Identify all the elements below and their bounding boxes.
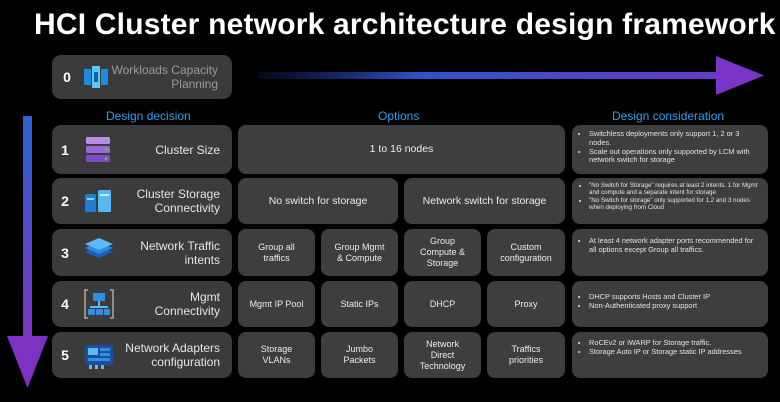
row-number: 1 <box>61 141 69 158</box>
row-2-decision: 2 Cluster Storage Connectivity <box>52 178 232 224</box>
header-design-decision: Design decision <box>106 109 191 123</box>
page-title: HCI Cluster network architecture design … <box>34 8 776 41</box>
vertical-arrow <box>7 116 48 388</box>
network-adapter-icon <box>82 338 116 372</box>
row-5-consideration: RoCEv2 or iWARP for Storage traffic. Sto… <box>572 332 768 378</box>
row-2-label: Cluster Storage Connectivity <box>136 187 220 215</box>
step-0-label: Workloads Capacity Planning <box>111 63 219 91</box>
row-5-label: Network Adapters configuration <box>125 341 220 369</box>
network-layers-icon <box>82 236 116 270</box>
row-3-consideration: At least 4 network adapter ports recomme… <box>572 229 768 276</box>
row-number: 2 <box>61 193 69 209</box>
row-4-decision: 4 Mgmt Connectivity <box>52 281 232 327</box>
row-1-decision: 1 Cluster Size <box>52 125 232 174</box>
header-design-consideration: Design consideration <box>612 109 725 123</box>
workloads-icon <box>82 63 110 91</box>
horizontal-arrow <box>258 56 764 95</box>
row-1-label: Cluster Size <box>155 142 220 157</box>
header-options: Options <box>378 109 420 123</box>
row-3-decision: 3 Network Traffic intents <box>52 229 232 276</box>
row-number: 4 <box>61 296 69 312</box>
step-0-workloads-planning: 0 Workloads Capacity Planning <box>52 55 232 99</box>
option-static-ips: Static IPs <box>321 281 398 327</box>
step-number: 0 <box>63 69 71 85</box>
row-5-decision: 5 Network Adapters configuration <box>52 332 232 378</box>
network-management-icon <box>82 287 116 321</box>
option-no-switch-storage: No switch for storage <box>238 178 398 224</box>
option-proxy: Proxy <box>487 281 565 327</box>
option-cluster-size: 1 to 16 nodes <box>238 125 565 174</box>
option-group-mgmt-compute: Group Mgmt& Compute <box>321 229 398 276</box>
option-dhcp: DHCP <box>404 281 481 327</box>
option-network-switch-storage: Network switch for storage <box>404 178 565 224</box>
option-mgmt-ip-pool: Mgmt IP Pool <box>238 281 315 327</box>
row-number: 5 <box>61 347 69 363</box>
row-4-consideration: DHCP supports Hosts and Cluster IP Non-A… <box>572 281 768 327</box>
row-1-consideration: Switchless deployments only support 1, 2… <box>572 125 768 174</box>
server-stack-icon <box>82 133 116 167</box>
row-2-consideration: "No Switch for Storage" requires at leas… <box>572 178 768 224</box>
row-3-label: Network Traffic intents <box>140 238 220 267</box>
row-4-label: Mgmt Connectivity <box>154 290 220 318</box>
storage-devices-icon <box>82 184 116 218</box>
row-number: 3 <box>61 244 69 261</box>
